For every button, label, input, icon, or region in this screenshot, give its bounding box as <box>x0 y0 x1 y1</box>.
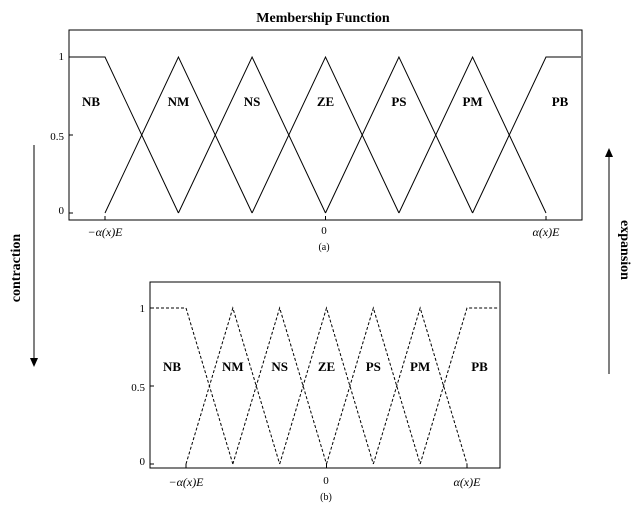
up-arrow-icon <box>605 148 613 157</box>
membership-ps <box>326 306 421 465</box>
membership-nb <box>70 56 179 214</box>
y-tick-label: 0.5 <box>131 382 145 394</box>
expansion-annotation: expansion <box>605 148 632 374</box>
set-label-nm: NM <box>222 359 244 374</box>
set-label-ze: ZE <box>317 94 334 109</box>
membership-ze <box>279 306 374 465</box>
set-label-ns: NS <box>244 94 261 109</box>
y-tick-label: 1 <box>140 303 146 315</box>
x-tick-label: α(x)E <box>533 225 561 239</box>
membership-pb <box>419 307 499 465</box>
membership-lines <box>151 306 499 465</box>
plot-frame <box>149 281 501 469</box>
membership-pm <box>398 55 547 214</box>
membership-ns <box>177 55 326 214</box>
set-label-ns: NS <box>271 359 288 374</box>
y-tick-label: 0 <box>59 205 65 217</box>
x-tick-label: −α(x)E <box>87 225 123 239</box>
set-label-ps: PS <box>366 359 381 374</box>
contraction-label: contraction <box>9 234 24 303</box>
membership-ps <box>325 55 474 214</box>
set-label-nb: NB <box>82 94 100 109</box>
set-labels: NB NM NS ZE PS PM PB <box>82 94 569 109</box>
membership-lines <box>70 55 581 214</box>
chart-title: Membership Function <box>256 11 390 26</box>
y-tick-label: 1 <box>59 51 65 63</box>
chart-a: Membership Function NB NM NS ZE PS PM PB 1 0.5… <box>50 11 583 253</box>
axis-ticks <box>150 307 468 468</box>
chart-subtitle: (a) <box>318 242 329 253</box>
membership-nb <box>151 307 234 465</box>
y-tick-label: 0.5 <box>50 131 64 143</box>
y-tick-label: 0 <box>140 456 146 468</box>
membership-pb <box>472 56 581 214</box>
x-tick-label: 0 <box>321 225 327 237</box>
axis-ticks <box>69 56 547 220</box>
x-tick-label: 0 <box>323 475 329 487</box>
chart-b: NB NM NS ZE PS PM PB 1 0.5 0 −α(x)E 0 α(x)E (b… <box>131 281 501 503</box>
chart-subtitle: (b) <box>320 492 332 503</box>
down-arrow-icon <box>30 358 38 367</box>
x-tick-label: −α(x)E <box>168 475 204 489</box>
set-label-ze: ZE <box>318 359 335 374</box>
membership-pm <box>372 306 468 465</box>
contraction-annotation: contraction <box>9 145 38 367</box>
set-label-pm: PM <box>462 94 482 109</box>
x-tick-label: α(x)E <box>454 475 482 489</box>
membership-ns <box>232 306 327 465</box>
set-label-nb: NB <box>163 359 181 374</box>
set-label-pb: PB <box>471 359 488 374</box>
membership-nm <box>185 306 281 465</box>
membership-nm <box>104 55 253 214</box>
set-label-pm: PM <box>410 359 430 374</box>
set-label-ps: PS <box>391 94 406 109</box>
set-label-pb: PB <box>552 94 569 109</box>
membership-ze <box>251 55 400 214</box>
expansion-label: expansion <box>617 220 632 280</box>
set-labels: NB NM NS ZE PS PM PB <box>163 359 488 374</box>
set-label-nm: NM <box>168 94 190 109</box>
